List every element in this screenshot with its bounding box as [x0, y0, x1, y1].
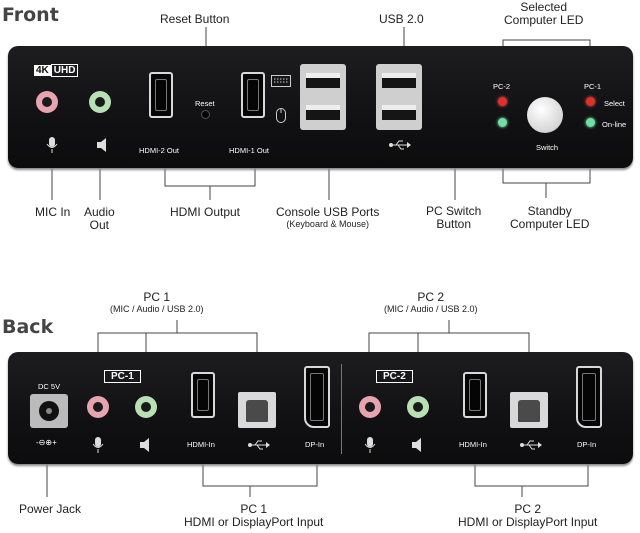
callout-selected-led-line1: Selected [520, 0, 568, 14]
panel-divider [341, 364, 342, 454]
callout-mic-in: MIC In [35, 205, 71, 219]
callout-console-usb-sub: (Keyboard & Mouse) [286, 219, 369, 229]
callout-audio-out-line2: Out [89, 218, 110, 232]
label-pc-2: PC-2 [493, 82, 511, 91]
callout-audio-out: Audio Out [84, 206, 115, 232]
callout-pc2-title: PC 2 [417, 290, 445, 304]
back-heading: Back [2, 316, 54, 338]
front-audio-jack [89, 91, 111, 113]
dc-power-jack [30, 394, 68, 428]
badge-4k: 4K [34, 65, 51, 76]
callout-standby-line2: Computer LED [510, 217, 590, 231]
front-hdmi-1-port [241, 72, 265, 118]
pc1-mic-jack [87, 396, 109, 418]
pc2-dp-in-port [576, 366, 602, 428]
pc-switch-button[interactable] [527, 97, 563, 133]
pc2-usb-b-port [510, 392, 548, 428]
microphone-icon [46, 137, 58, 153]
front-hdmi-2-port [149, 72, 173, 118]
label-hdmi-2-out: HDMI-2 Out [139, 146, 180, 155]
speaker-icon [97, 138, 106, 152]
callout-selected-led-line2: Computer LED [504, 13, 584, 27]
callout-pc-switch-line2: Button [436, 217, 472, 231]
callout-audio-out-line1: Audio [84, 205, 115, 219]
label-switch: Switch [536, 143, 559, 152]
microphone-icon [92, 437, 104, 453]
callout-usb-2: USB 2.0 [379, 12, 424, 26]
label-pc1-dp-in: DP-In [305, 440, 325, 449]
pc1-audio-jack [135, 396, 157, 418]
callout-pc2-group: PC 2 (MIC / Audio / USB 2.0) [384, 291, 478, 315]
pc-1-online-led [586, 118, 595, 127]
front-heading: Front [2, 4, 59, 26]
callout-hdmi-output: HDMI Output [170, 205, 241, 219]
callout-pc1-input-line1: PC 1 [240, 502, 268, 516]
pc2-audio-jack [407, 396, 429, 418]
label-dc-5v: DC 5V [38, 382, 61, 391]
badge-uhd: UHD [50, 64, 79, 77]
callout-pc1-sub: (MIC / Audio / USB 2.0) [110, 304, 204, 314]
callout-pc-switch-line1: PC Switch [426, 204, 482, 218]
microphone-icon [364, 437, 376, 453]
callout-reset-button: Reset Button [160, 12, 230, 26]
callout-pc1-input-line2: HDMI or DisplayPort Input [184, 515, 324, 529]
callout-pc1-title: PC 1 [143, 290, 171, 304]
pc1-hdmi-in-port [191, 372, 215, 418]
label-reset: Reset [195, 99, 215, 108]
label-online: On-line [602, 120, 627, 129]
callout-pc1-group: PC 1 (MIC / Audio / USB 2.0) [110, 291, 204, 315]
front-usb-port [382, 105, 416, 120]
front-usb-port [306, 73, 340, 88]
callout-console-usb-title: Console USB Ports [276, 205, 380, 219]
callout-pc2-input: PC 2 HDMI or DisplayPort Input [458, 503, 597, 529]
callout-power-jack: Power Jack [19, 502, 82, 516]
label-pc1-hdmi-in: HDMI-In [187, 440, 215, 449]
callout-pc2-input-line1: PC 2 [514, 502, 542, 516]
front-usb-port [382, 73, 416, 88]
front-usb-stack-2 [376, 64, 422, 130]
back-panel: DC 5V -⊖⊕+ PC-1 HDMI-In DP-In PC-2 HDMI-… [8, 352, 633, 464]
callout-console-usb: Console USB Ports (Keyboard & Mouse) [276, 206, 379, 230]
callout-pc1-input: PC 1 HDMI or DisplayPort Input [184, 503, 323, 529]
pc1-dp-in-port [304, 366, 330, 428]
label-pc2-dp-in: DP-In [577, 440, 597, 449]
reset-button[interactable] [201, 110, 210, 119]
front-usb-stack-1 [300, 64, 346, 130]
callout-pc2-input-line2: HDMI or DisplayPort Input [458, 515, 598, 529]
pc-2-online-led [498, 118, 507, 127]
pc2-hdmi-in-port [463, 372, 487, 418]
speaker-icon [412, 438, 421, 452]
pc-2-select-led [498, 97, 507, 106]
pc1-usb-b-port [238, 392, 276, 428]
label-pc-2-box: PC-2 [376, 370, 413, 383]
label-pc-1: PC-1 [584, 82, 602, 91]
usb-icon [248, 440, 270, 450]
usb-icon [520, 440, 542, 450]
speaker-icon [140, 438, 149, 452]
label-pc2-hdmi-in: HDMI-In [459, 440, 487, 449]
front-mic-jack [36, 91, 58, 113]
pc2-mic-jack [359, 396, 381, 418]
label-select: Select [604, 99, 625, 108]
label-hdmi-1-out: HDMI-1 Out [229, 146, 270, 155]
label-polarity: -⊖⊕+ [36, 438, 57, 447]
label-pc-1-box: PC-1 [104, 370, 141, 383]
pc-1-select-led [586, 97, 595, 106]
callout-pc-switch: PC Switch Button [426, 205, 481, 231]
callout-pc2-sub: (MIC / Audio / USB 2.0) [384, 304, 478, 314]
mouse-icon [276, 108, 286, 123]
callout-standby-line1: Standby [527, 204, 572, 218]
callout-standby-led: Standby Computer LED [510, 205, 589, 231]
front-usb-port [306, 105, 340, 120]
usb-icon [389, 140, 411, 150]
keyboard-icon [271, 75, 291, 87]
callout-selected-led: Selected Computer LED [504, 1, 583, 27]
